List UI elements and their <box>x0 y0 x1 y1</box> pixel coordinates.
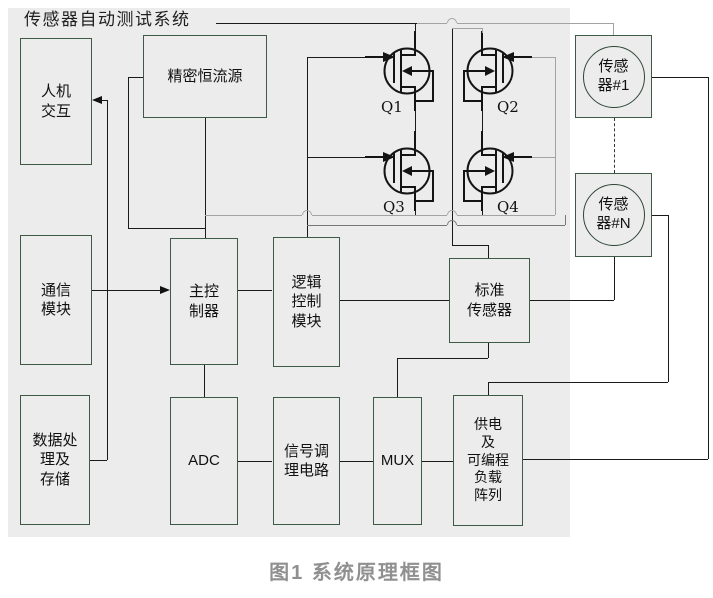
block-main-controller: 主控 制器 <box>170 238 238 365</box>
wire <box>652 77 708 78</box>
label-q4: Q4 <box>497 198 519 216</box>
wire <box>452 28 453 245</box>
wire <box>397 358 398 397</box>
block-communication-module: 通信 模块 <box>20 235 92 365</box>
block-human-machine-interface: 人机 交互 <box>20 38 92 165</box>
wire <box>415 211 416 216</box>
wire <box>204 365 205 397</box>
block-data-processing-storage: 数据处 理及 存储 <box>20 395 90 525</box>
wire <box>205 118 206 238</box>
wire <box>652 215 668 216</box>
wire <box>523 459 708 460</box>
block-mux: MUX <box>373 397 422 525</box>
wire <box>340 300 449 301</box>
wire <box>555 57 556 215</box>
line-hop <box>447 18 457 23</box>
wire <box>307 57 366 58</box>
wire <box>482 211 483 216</box>
diagram-title: 传感器自动测试系统 <box>24 10 191 29</box>
wire <box>457 23 613 24</box>
wire <box>307 157 366 158</box>
sensor-n-circle: 传感 器#N <box>582 184 645 246</box>
wire <box>482 111 483 131</box>
block-sensor-1: 传感 器#1 <box>575 35 652 118</box>
wire <box>90 460 107 461</box>
wire <box>238 461 272 462</box>
wire <box>488 382 668 383</box>
wire <box>532 157 555 158</box>
wire <box>488 382 489 395</box>
wire <box>216 23 417 24</box>
wire <box>397 358 488 359</box>
wire <box>452 245 488 246</box>
line-hop <box>447 220 457 225</box>
block-precision-current-source: 精密恒流源 <box>143 35 267 118</box>
wire <box>452 28 482 29</box>
wire <box>614 257 615 300</box>
wire <box>340 461 373 462</box>
wire <box>668 215 669 382</box>
arrowhead-to-hmi <box>92 96 102 104</box>
block-adc: ADC <box>170 397 238 525</box>
figure-caption: 图1 系统原理框图 <box>269 562 444 584</box>
block-power-programmable-load-array: 供电 及 可编程 负载 阵列 <box>453 395 523 526</box>
wire <box>128 228 205 229</box>
wire <box>128 77 143 78</box>
wire <box>92 290 162 291</box>
block-sensor-n: 传感 器#N <box>575 173 652 257</box>
label-q2: Q2 <box>497 98 519 116</box>
wire <box>307 57 308 237</box>
wire <box>565 215 566 225</box>
mosfet-q1-icon <box>365 31 434 111</box>
mosfet-q3-icon <box>365 131 434 211</box>
wire <box>482 28 483 33</box>
wire <box>530 300 614 301</box>
sensor-1-circle: 传感 器#1 <box>582 45 645 108</box>
wire <box>532 57 555 58</box>
arrowhead-to-main-controller <box>160 286 170 294</box>
label-q3: Q3 <box>383 198 405 216</box>
label-q1: Q1 <box>381 98 403 116</box>
wire <box>488 343 489 358</box>
wire <box>415 23 416 32</box>
wire <box>312 215 447 216</box>
wire <box>457 215 555 216</box>
wire <box>205 215 302 216</box>
wire <box>98 100 107 101</box>
wire <box>613 23 614 35</box>
line-hop <box>447 210 457 215</box>
wire <box>238 290 272 291</box>
block-standard-sensor: 标准 传感器 <box>449 258 530 343</box>
wire <box>415 111 416 131</box>
wire <box>107 100 108 460</box>
wire <box>488 245 489 258</box>
wire <box>708 77 709 459</box>
mosfet-q2-icon <box>463 31 532 111</box>
block-logic-control-module: 逻辑 控制 模块 <box>273 237 340 367</box>
wire <box>457 225 565 226</box>
wire <box>422 461 453 462</box>
sensor-chain-dash-line <box>614 118 615 173</box>
line-hop <box>302 210 312 215</box>
mosfet-q4-icon <box>463 131 532 211</box>
wire <box>417 23 447 24</box>
block-signal-conditioning: 信号调 理电路 <box>273 397 340 525</box>
wire <box>307 225 447 226</box>
wire <box>128 77 129 228</box>
